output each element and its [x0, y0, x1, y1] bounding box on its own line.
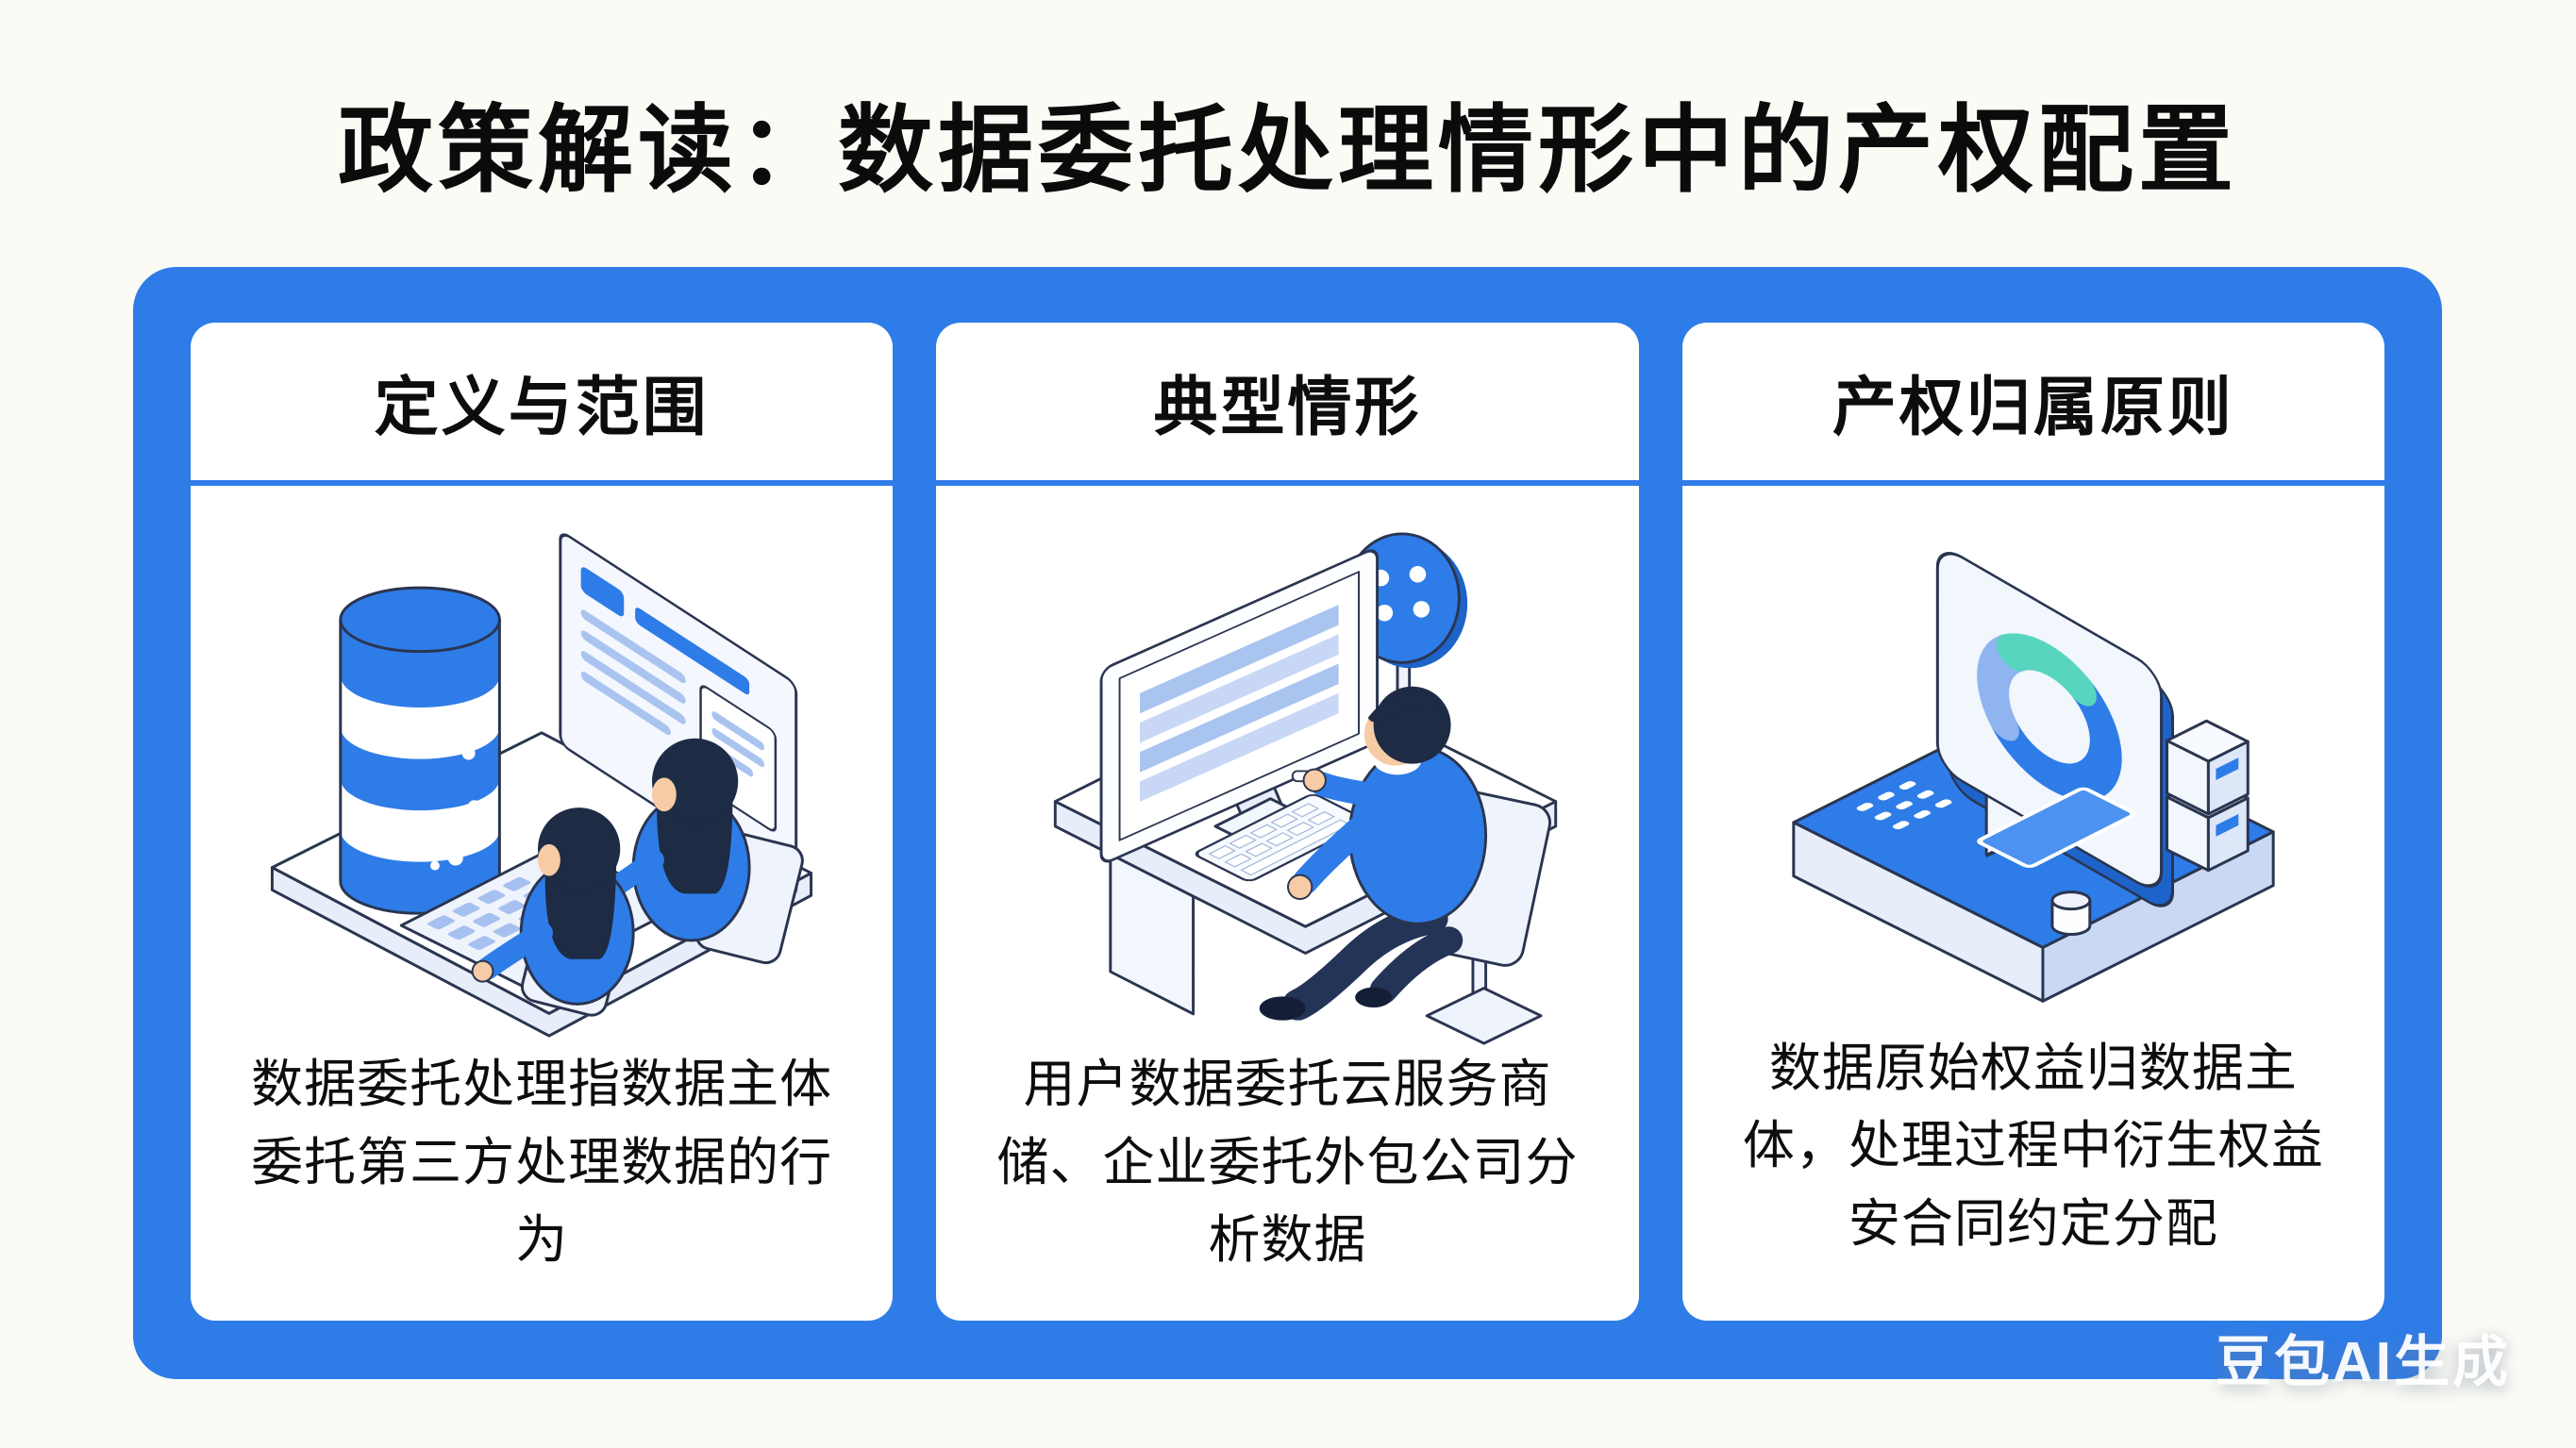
knob-icon [2050, 890, 2092, 936]
monitor-icon [1100, 549, 1380, 863]
dashboard-panel-icon [559, 533, 798, 895]
content-panel: 定义与范围 [133, 267, 2442, 1379]
server-stack-icon [2165, 719, 2250, 872]
card-typical-scenarios: 典型情形 [936, 323, 1639, 1321]
card-title-ownership-principles: 产权归属原则 [1832, 372, 2234, 443]
person-icon [1260, 686, 1488, 1021]
card-divider [1681, 480, 2384, 486]
card-divider [936, 480, 1639, 486]
card-body-text: 用户数据委托云服务商储、企业委托外包公司分析数据 [996, 1055, 1579, 1269]
page-title: 政策解读：数据委托处理情形中的产权配置 [337, 98, 2238, 204]
watermark: 豆包AI生成 [2216, 1331, 2512, 1393]
card-body-text: 数据原始权益归数据主体，处理过程中衍生权益安合同约定分配 [1742, 1038, 2324, 1253]
keyboard-icon [1196, 793, 1368, 882]
console-screen-icon [1976, 787, 2136, 868]
card-title-typical-scenarios: 典型情形 [1153, 372, 1422, 443]
donut-chart-icon [1977, 632, 2122, 801]
person-icon [471, 807, 635, 1006]
database-icon [339, 586, 502, 915]
card-body-text: 数据委托处理指数据主体委托第三方处理数据的行为 [251, 1055, 833, 1269]
card-ownership-principles: 产权归属原则 [1681, 323, 2384, 1321]
console-chart-icon [1682, 486, 2384, 1029]
card-definition-scope: 定义与范围 [191, 323, 894, 1321]
card-divider [191, 480, 894, 486]
card-title-definition-scope: 定义与范围 [374, 372, 710, 443]
workstation-user-icon [936, 486, 1638, 1045]
keypad-icon [1856, 780, 1952, 829]
database-team-icon [191, 486, 893, 1045]
